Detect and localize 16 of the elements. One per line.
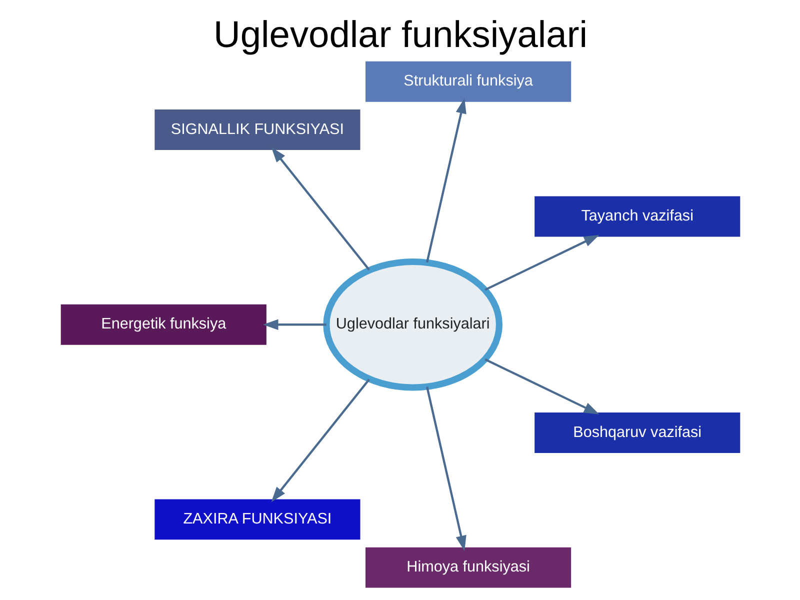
- node-box: ZAXIRA FUNKSIYASI: [154, 499, 360, 540]
- arrow: [270, 378, 370, 502]
- arrow: [425, 386, 466, 552]
- arrow: [425, 98, 466, 263]
- node-ellipse: Uglevodlar funksiyalari: [322, 258, 502, 391]
- arrow: [262, 319, 326, 330]
- node-box: Himoya funksiyasi: [365, 547, 571, 588]
- diagram-title: Uglevodlar funksiyalari: [213, 12, 587, 55]
- node-box: SIGNALLIK FUNKSIYASI: [154, 110, 360, 150]
- arrow: [484, 358, 599, 414]
- node-box: Strukturali funksiya: [365, 61, 571, 102]
- node-box: Tayanch vazifasi: [534, 196, 740, 237]
- node-box: Energetik funksiya: [60, 304, 266, 345]
- arrow: [484, 234, 599, 291]
- node-box: Boshqaruv vazifasi: [534, 412, 740, 453]
- arrow: [270, 147, 370, 270]
